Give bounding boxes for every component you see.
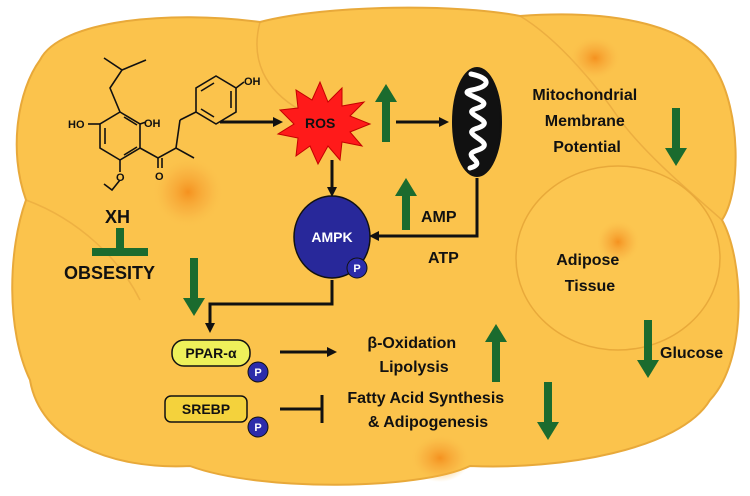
ros-starburst (276, 80, 372, 166)
mitochondrion-icon (452, 67, 502, 177)
fatty-acid-synthesis-label: Fatty Acid Synthesis & Adipogenesis (347, 390, 508, 431)
cell-boundary (519, 15, 723, 221)
up-arrow-icon (485, 324, 507, 382)
atom-label-o: O (155, 171, 164, 183)
nucleus (596, 220, 640, 264)
srebp-label: SREBP (182, 401, 230, 417)
up-arrow-icon (375, 84, 397, 142)
up-arrow-icon (395, 178, 417, 230)
ppar-alpha-label: PPAR-α (185, 345, 237, 361)
phospho-badge (346, 257, 368, 279)
srebp-node (164, 395, 248, 423)
atom-label-o: O (116, 172, 125, 184)
xh-chemical-structure (88, 57, 245, 192)
ppar-alpha-node (171, 339, 251, 367)
down-arrow-icon (537, 382, 559, 440)
glucose-label: Glucose (660, 345, 723, 362)
down-arrow-icon (637, 320, 659, 378)
phospho-badge (247, 361, 269, 383)
mito-potential-label: Mitochondrial Membrane Potential (532, 87, 641, 156)
atom-label-oh: OH (244, 76, 261, 88)
phospho-badge (247, 416, 269, 438)
cell-boundary (256, 21, 301, 111)
ampk-node (293, 195, 371, 279)
amp-label: AMP (421, 209, 457, 226)
cell-boundary (25, 199, 141, 301)
ampk-label: AMPK (311, 229, 352, 245)
arrow-ampk-to-ppar (205, 280, 334, 333)
down-arrow-icon (665, 108, 687, 166)
compound-label-xh: XH (105, 207, 130, 227)
phospho-label: P (254, 422, 261, 434)
obesity-label: OBSESITY (64, 263, 155, 283)
adipose-tissue-label: Adipose Tissue (556, 252, 624, 295)
down-arrow-icon (183, 258, 205, 316)
beta-oxidation-label: β-Oxidation Lipolysis (367, 335, 460, 376)
nucleus (569, 36, 621, 80)
atp-label: ATP (428, 250, 459, 267)
nucleus (152, 156, 224, 228)
trend-arrows (183, 84, 687, 440)
nucleus (410, 434, 470, 482)
ros-label: ROS (305, 115, 335, 131)
prenyl-chain (103, 57, 124, 113)
arrow-mito-to-ampk (369, 178, 479, 241)
phospho-label: P (353, 263, 360, 275)
atom-label-ho: HO (68, 119, 85, 131)
phospho-label: P (254, 367, 261, 379)
atom-label-oh: OH (144, 118, 161, 130)
